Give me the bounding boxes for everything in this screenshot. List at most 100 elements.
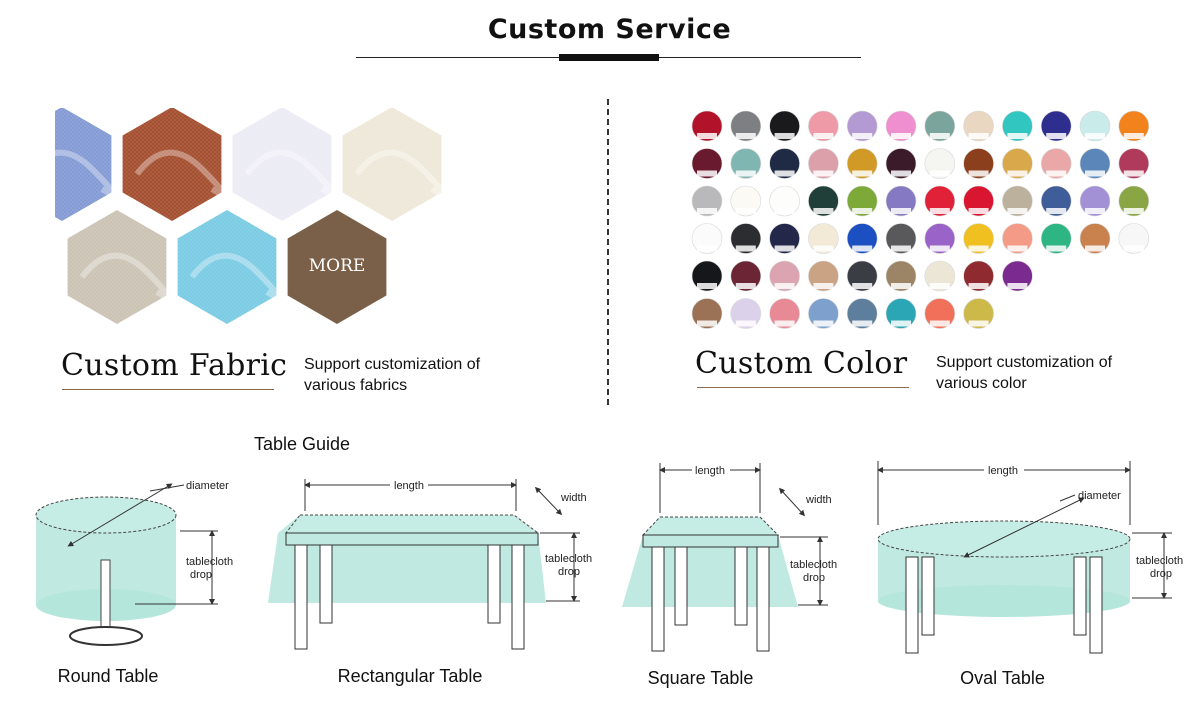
custom-fabric-heading: Custom Fabric — [61, 348, 288, 383]
color-swatch-tag — [1123, 170, 1144, 177]
color-swatch-tag — [968, 208, 989, 214]
square-table-label: Square Table — [647, 668, 754, 688]
color-heading-underline — [697, 387, 909, 388]
color-swatch-tag — [1085, 208, 1105, 214]
color-swatch-tag — [968, 245, 989, 252]
color-swatch-tag — [929, 208, 950, 214]
ivory-satin-swatch-fold — [354, 149, 446, 197]
color-swatch-tag — [774, 133, 795, 139]
beige-linen-swatch-texture — [67, 210, 167, 324]
custom-color-description: Support customization of various color — [936, 354, 1113, 392]
color-swatch-tag — [813, 170, 834, 177]
color-swatch-tag — [735, 320, 756, 327]
more-fabrics-label[interactable]: MORE — [309, 256, 366, 276]
color-swatch-tag — [929, 245, 950, 252]
oval-length-label: length — [988, 465, 1018, 477]
square-width-label: width — [805, 494, 832, 506]
color-swatch-tag — [1046, 133, 1067, 139]
color-swatch-tag — [891, 320, 911, 327]
color-swatch-tag — [813, 320, 834, 327]
color-swatch-tag — [929, 133, 950, 139]
color-swatch-tag — [774, 320, 795, 327]
color-swatch-tag — [891, 245, 911, 252]
color-swatch-grid — [691, 110, 1150, 329]
color-swatch-tag — [813, 133, 834, 139]
color-swatch-tag — [1085, 245, 1105, 252]
color-swatch-tag — [1046, 245, 1067, 252]
square-table-diagram: length width tablecloth drop — [622, 463, 837, 652]
color-swatch-tag — [1046, 208, 1067, 214]
color-swatch-tag — [697, 283, 717, 289]
oval-drop-label: drop — [1150, 568, 1172, 580]
round-table-label: Round Table — [57, 666, 159, 686]
blue-linen-swatch-fold — [55, 149, 116, 197]
color-swatch-tag — [1007, 170, 1028, 177]
custom-color-heading: Custom Color — [695, 346, 908, 381]
color-swatch-tag — [735, 208, 756, 214]
rect-length-label: length — [394, 480, 424, 492]
section-divider — [607, 99, 609, 405]
square-length-label: length — [695, 465, 725, 477]
color-swatch-tag — [1007, 245, 1028, 252]
white-chiffon-swatch-fold — [244, 149, 336, 197]
color-swatch-tag — [968, 283, 989, 289]
aqua-satin-swatch-texture — [177, 210, 277, 324]
title-accent-bar — [559, 54, 659, 61]
color-swatch-tag — [697, 245, 717, 252]
color-swatch-tag — [929, 320, 950, 327]
round-drop-label: drop — [190, 569, 212, 581]
color-swatch-tag — [1123, 133, 1144, 139]
round-table-diagram: diameter tablecloth drop — [35, 480, 233, 646]
oval-tablecloth-label: tablecloth — [1136, 555, 1183, 567]
color-swatch-tag — [968, 133, 989, 139]
page-title: Custom Service — [487, 14, 732, 45]
rectangular-table-diagram: length width tablecloth drop — [268, 478, 592, 650]
rect-width-label: width — [560, 492, 587, 504]
more-fabrics-hex[interactable] — [287, 210, 387, 324]
white-chiffon-swatch-texture — [232, 108, 332, 221]
table-guide-title: Table Guide — [254, 434, 351, 454]
color-swatch-tag — [774, 208, 795, 214]
color-swatch-tag — [697, 170, 717, 177]
round-diameter-label: diameter — [186, 480, 229, 492]
round-tablecloth-label: tablecloth — [186, 556, 233, 568]
color-swatch-tag — [852, 320, 873, 327]
ivory-satin-swatch-texture — [342, 108, 442, 221]
color-swatch-tag — [1007, 283, 1028, 289]
color-swatch-tag — [1085, 170, 1105, 177]
rect-tablecloth-label: tablecloth — [545, 553, 592, 565]
square-drop-label: drop — [803, 572, 825, 584]
color-swatch-tag — [697, 208, 717, 214]
rust-crepe-swatch-fold — [134, 149, 226, 197]
color-swatch-tag — [774, 245, 795, 252]
oval-table-diagram: length diameter tablecloth drop — [877, 461, 1183, 654]
fabric-heading-underline — [62, 389, 274, 390]
color-swatch-tag — [852, 133, 873, 139]
color-swatch-tag — [735, 170, 756, 177]
color-swatch-tag — [1123, 208, 1144, 214]
color-swatch-tag — [735, 283, 756, 289]
color-swatch-tag — [1007, 208, 1028, 214]
custom-fabric-description: Support customization of various fabrics — [304, 356, 481, 394]
table-guide-diagrams: diameter tablecloth drop length width ta… — [35, 461, 1183, 654]
color-swatch-tag — [697, 320, 717, 327]
beige-linen-swatch-fold — [79, 252, 171, 300]
color-swatch-tag — [813, 283, 834, 289]
color-swatch-tag — [697, 133, 717, 139]
color-swatch-tag — [735, 245, 756, 252]
rect-drop-label: drop — [558, 566, 580, 578]
color-swatch-tag — [968, 320, 989, 327]
color-swatch-tag — [1046, 170, 1067, 177]
color-swatch-tag — [929, 283, 950, 289]
color-swatch-tag — [852, 283, 873, 289]
aqua-satin-swatch-fold — [189, 252, 281, 300]
rectangular-table-label: Rectangular Table — [337, 666, 483, 686]
oval-diameter-label: diameter — [1078, 490, 1121, 502]
color-swatch-tag — [852, 208, 873, 214]
color-swatch-tag — [968, 170, 989, 177]
color-swatch-tag — [852, 245, 873, 252]
color-swatch-tag — [774, 170, 795, 177]
color-swatch-tag — [813, 245, 834, 252]
color-swatch-tag — [929, 170, 950, 177]
color-swatch-tag — [852, 170, 873, 177]
